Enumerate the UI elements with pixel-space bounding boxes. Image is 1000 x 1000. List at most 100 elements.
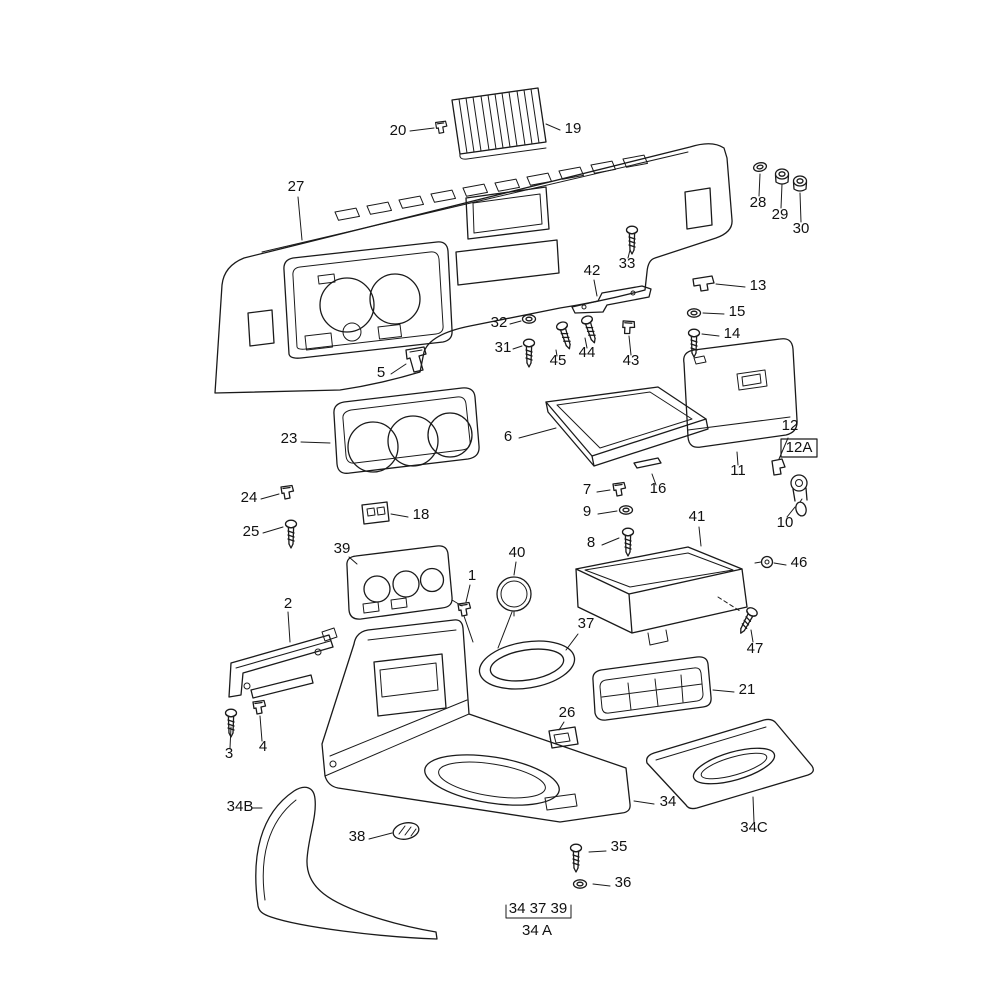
part-label-40: 40 <box>509 544 526 561</box>
part-label-44: 44 <box>579 344 596 361</box>
part-label-45: 45 <box>550 352 567 369</box>
part-40-gauge <box>496 576 532 617</box>
part-label-9: 9 <box>583 503 591 520</box>
part-label-3: 3 <box>225 745 233 762</box>
part-38-grommet <box>392 822 420 840</box>
part-label-34B: 34B <box>227 798 254 815</box>
part-label-14: 14 <box>724 325 741 342</box>
part-label-24: 24 <box>241 489 258 506</box>
part-9-washer <box>618 505 634 515</box>
part-24-clip <box>280 484 295 500</box>
part-11-glovebox-lid <box>683 338 798 448</box>
part-35-screw <box>569 843 583 873</box>
footer-underline <box>505 904 572 919</box>
part-label-10: 10 <box>777 514 794 531</box>
leader-line-14 <box>701 333 720 337</box>
part-label-46: 46 <box>791 554 808 571</box>
part-label-35: 35 <box>611 838 628 855</box>
leader-line-23 <box>300 441 331 444</box>
leader-line-27 <box>297 196 303 241</box>
part-34b-side-trim <box>255 786 438 940</box>
part-42-bracket <box>571 285 652 314</box>
leader-line-44 <box>584 337 588 349</box>
part-label-30: 30 <box>793 220 810 237</box>
part-21-vent <box>592 656 712 721</box>
part-label-7: 7 <box>583 481 591 498</box>
leader-line-32 <box>509 320 522 325</box>
part-46-knob <box>754 555 774 569</box>
part-label-6: 6 <box>504 428 512 445</box>
leader-line-37 <box>565 633 579 651</box>
part-14-screw <box>687 328 701 358</box>
leader-line-45 <box>555 349 558 357</box>
part-36-washer <box>572 879 588 889</box>
leader-line-34C <box>752 796 755 823</box>
part-37-trim-ring <box>478 640 576 690</box>
part-6-glovebox-housing <box>545 386 709 467</box>
leader-line-4 <box>259 715 263 742</box>
leader-line-16 <box>651 473 657 486</box>
alignment-line-40 <box>497 611 513 649</box>
leader-line-30 <box>799 192 802 223</box>
part-label-21: 21 <box>739 681 756 698</box>
part-28-washer <box>752 160 768 174</box>
part-44-screw <box>579 314 601 346</box>
leader-line-40 <box>513 561 517 576</box>
leader-line-43 <box>628 335 632 356</box>
part-34-center-console <box>321 619 631 823</box>
part-18-switch <box>361 501 390 525</box>
leader-line-15 <box>702 312 725 315</box>
leader-line-35 <box>588 850 607 853</box>
part-label-31: 31 <box>495 339 512 356</box>
part-30-cap-nut <box>792 175 808 192</box>
part-label-5: 5 <box>377 364 385 381</box>
part-label-34C: 34C <box>740 819 768 836</box>
part-label-25: 25 <box>243 523 260 540</box>
leader-line-9 <box>597 510 618 515</box>
leader-line-36 <box>592 883 611 887</box>
leader-line-13 <box>715 283 746 288</box>
part-label-29: 29 <box>772 206 789 223</box>
label-box-12A <box>780 438 818 458</box>
part-label-33: 33 <box>619 255 636 272</box>
part-label-12A: 12A <box>786 439 813 456</box>
part-33-screw <box>625 225 639 255</box>
footer-reference: 34 37 39 34 A <box>505 900 572 939</box>
leader-line-11 <box>736 451 739 466</box>
leader-line-24 <box>260 493 280 500</box>
part-label-4: 4 <box>259 738 267 755</box>
leader-line-1 <box>465 584 471 603</box>
part-13-clip <box>692 275 715 292</box>
part-26-switch <box>548 726 579 749</box>
leader-line-29 <box>780 183 783 209</box>
part-5-bracket <box>405 346 427 373</box>
leader-line-5 <box>390 363 407 375</box>
part-8-screw <box>621 527 635 557</box>
part-10-lock-cylinder-key <box>790 474 808 517</box>
part-23-instrument-bezel <box>333 387 480 474</box>
part-label-47: 47 <box>747 640 764 657</box>
part-41-storage-tray <box>575 546 748 646</box>
part-label-26: 26 <box>559 704 576 721</box>
leader-line-6 <box>518 427 557 439</box>
part-45-screw <box>554 320 576 352</box>
leader-line-20 <box>409 127 435 132</box>
leader-line-41 <box>698 526 702 547</box>
leader-line-8 <box>601 537 620 546</box>
part-label-12: 12 <box>782 417 799 434</box>
leader-line-31 <box>512 345 523 350</box>
part-7-clip <box>612 481 627 497</box>
leader-line-25 <box>262 526 284 534</box>
part-label-13: 13 <box>750 277 767 294</box>
part-label-1: 1 <box>468 567 476 584</box>
part-15-washer <box>686 308 702 318</box>
part-12-lock-latch <box>771 458 786 476</box>
part-label-18: 18 <box>413 506 430 523</box>
part-label-28: 28 <box>750 194 767 211</box>
part-label-41: 41 <box>689 508 706 525</box>
part-20-clip <box>435 120 448 134</box>
part-label-2: 2 <box>284 595 292 612</box>
